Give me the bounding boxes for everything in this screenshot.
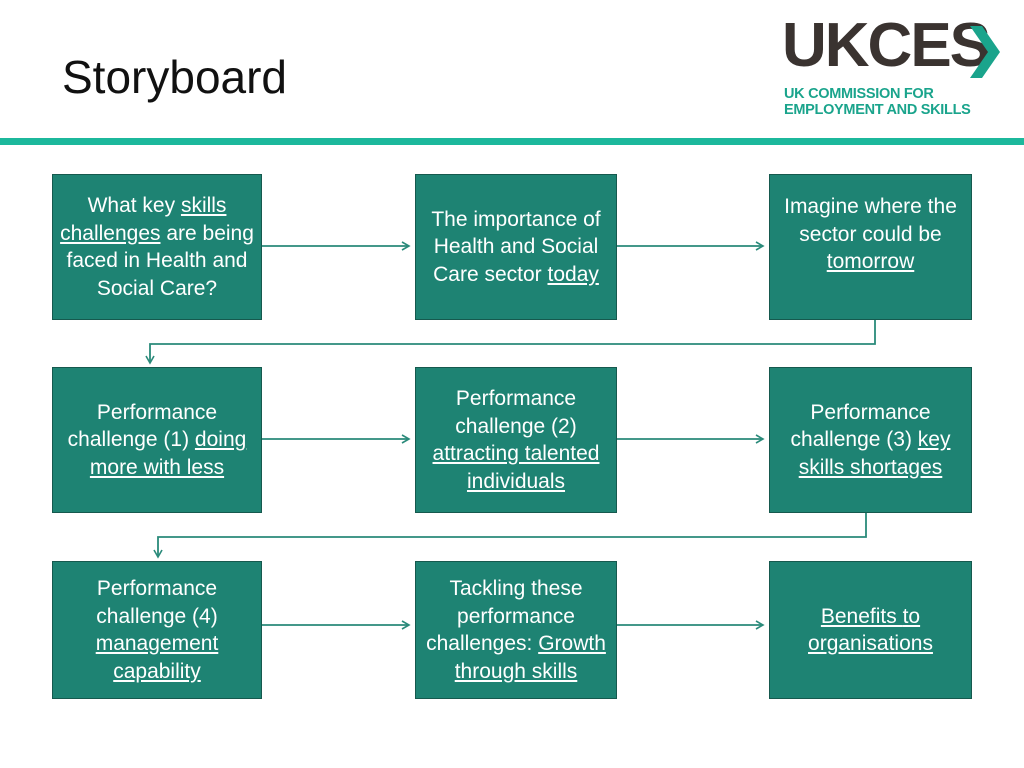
header-divider <box>0 138 1024 145</box>
box-text-underlined: key skills shortages <box>798 428 951 479</box>
storyboard-box-7: Performance challenge (4) management cap… <box>52 561 262 699</box>
storyboard-box-3: Imagine where the sector could be tomorr… <box>769 174 972 320</box>
box-text: Performance challenge (1) doing more wit… <box>59 399 255 482</box>
ukces-logo: UKCES UK COMMISSION FOR EMPLOYMENT AND S… <box>782 14 1008 120</box>
box-text-plain: Performance challenge (4) <box>96 577 218 628</box>
logo-subtitle-line1: UK COMMISSION FOR <box>784 86 934 102</box>
box-text-underlined: tomorrow <box>826 250 915 273</box>
box-text-underlined: today <box>547 262 599 286</box>
storyboard-box-2: The importance of Health and Social Care… <box>415 174 617 320</box>
box-text: Performance challenge (3) key skills sho… <box>776 399 965 482</box>
box-text: Tackling these performance challenges: G… <box>422 575 610 685</box>
box-text-underlined: skills challenges <box>60 194 227 245</box>
logo-wordmark: UKCES <box>782 11 991 80</box>
page-title: Storyboard <box>62 51 288 103</box>
storyboard-box-6: Performance challenge (3) key skills sho… <box>769 367 972 513</box>
box-text-underlined: Growth through skills <box>454 632 606 683</box>
storyboard-box-4: Performance challenge (1) doing more wit… <box>52 367 262 513</box>
box-text-plain: Performance challenge (3) <box>790 400 931 452</box>
box-text: Performance challenge (4) management cap… <box>59 575 255 685</box>
box-text-plain: Performance challenge (1) <box>67 400 218 452</box>
box-text-underlined: doing more with less <box>89 428 247 479</box>
storyboard-box-5: Performance challenge (2) attracting tal… <box>415 367 617 513</box>
box-text-underlined: attracting talented individuals <box>432 442 600 493</box>
box-text-underlined: to organisations <box>808 604 933 656</box>
box-text-plain: Tackling these performance challenges: <box>426 577 583 655</box>
box-text: Benefits to organisations <box>776 603 965 658</box>
storyboard-box-1: What key skills challenges are being fac… <box>52 174 262 320</box>
box-text: Performance challenge (2) attracting tal… <box>422 385 610 495</box>
box-text-plain: The importance of Health and Social Care… <box>431 207 601 286</box>
box-text: What key skills challenges are being fac… <box>59 192 255 302</box>
flow-arrow-3 <box>145 320 876 365</box>
box-text-underlined: management capability <box>95 632 219 683</box>
box-text-plain: Imagine where the sector could be <box>784 195 957 246</box>
storyboard-box-8: Tackling these performance challenges: G… <box>415 561 617 699</box>
storyboard-box-9: Benefits to organisations <box>769 561 972 699</box>
box-text: The importance of Health and Social Care… <box>422 206 610 289</box>
box-text-plain: are being faced in Health and Social Car… <box>66 221 254 300</box>
box-text-plain: Performance challenge (2) <box>455 387 577 438</box>
box-text-plain: What key <box>87 194 181 217</box>
box-text-underlined: Benefits <box>820 604 903 628</box>
flow-arrow-6 <box>153 513 867 559</box>
logo-subtitle-line2: EMPLOYMENT AND SKILLS <box>784 102 971 118</box>
chevron-right-icon <box>970 26 1000 78</box>
box-text: Imagine where the sector could be tomorr… <box>776 193 965 276</box>
